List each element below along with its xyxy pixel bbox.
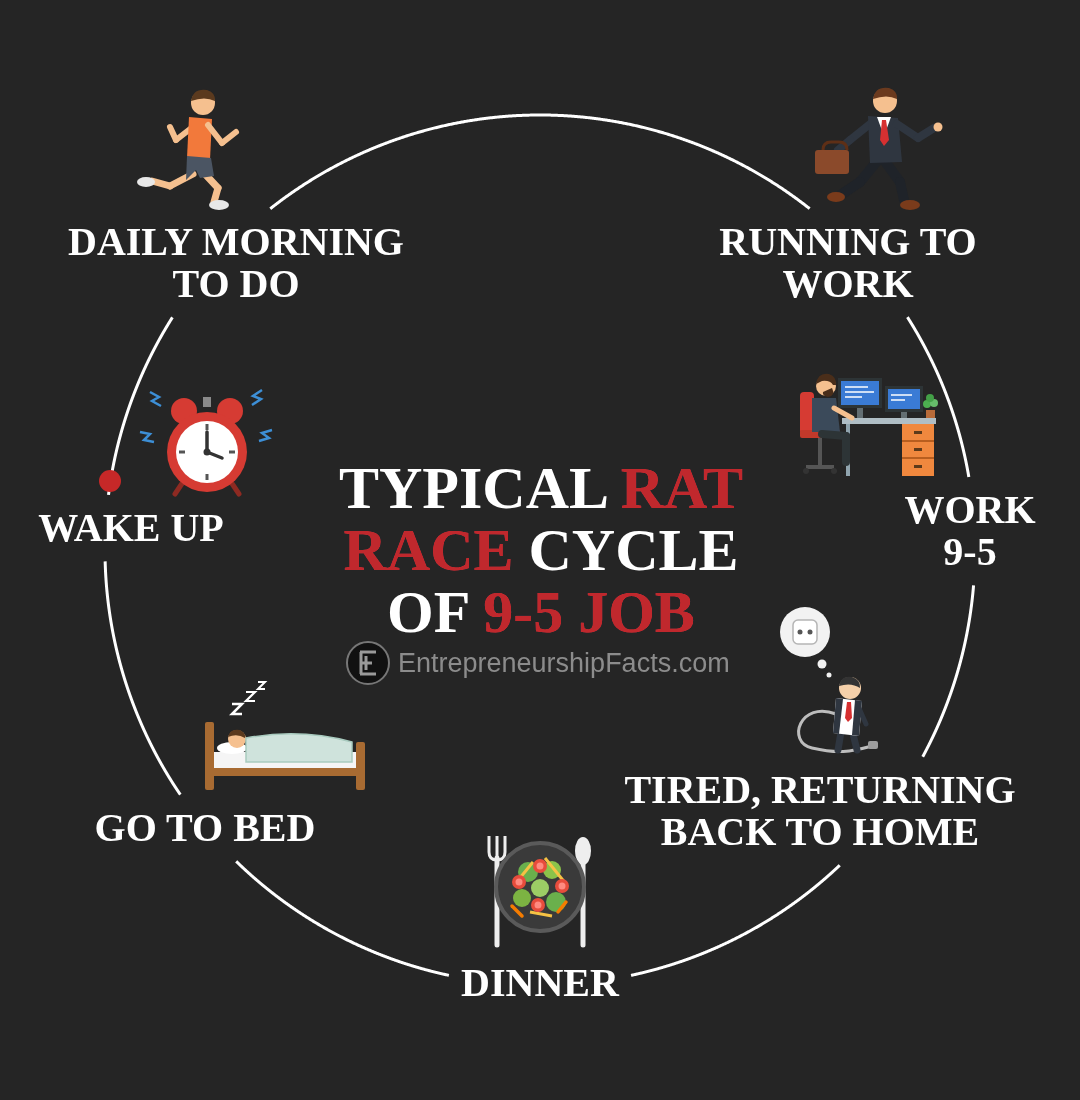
stage-label: GO TO BED [95,807,316,849]
cycle-arc [105,561,180,794]
stage-label: WORK 9-5 [885,489,1055,573]
dinner-plate-icon [489,836,591,945]
cycle-arc [236,861,449,975]
stage-text: TIRED, RETURNING BACK TO HOME [595,769,1045,853]
stage-text: DAILY MORNING TO DO [41,221,431,305]
cycle-arc [109,317,173,495]
stage-text: WAKE UP [38,507,224,549]
alarm-clock-icon [140,390,272,494]
stage-label: DAILY MORNING TO DO [41,221,431,305]
site-logo [347,642,389,684]
start-dot [99,470,121,492]
watermark-text: EntrepreneurshipFacts.com [398,647,730,679]
tired-worker-icon [780,607,878,752]
bed-icon [205,682,365,790]
stage-text: DINNER [461,962,619,1004]
stage-label: RUNNING TO WORK [683,221,1013,305]
diagram-title: TYPICAL RAT RACE CYCLE OF 9-5 JOB [321,457,761,643]
office-desk-icon [800,374,938,476]
stage-text: GO TO BED [95,807,316,849]
businessman-icon [815,88,943,210]
cycle-arc [270,115,809,209]
stage-label: WAKE UP [38,507,224,549]
cycle-arc [923,585,974,756]
stage-text: WORK 9-5 [885,489,1055,573]
stage-label: DINNER [461,962,619,1004]
stage-label: TIRED, RETURNING BACK TO HOME [595,769,1045,853]
runner-icon [137,90,236,210]
stage-text: RUNNING TO WORK [683,221,1013,305]
cycle-arc [631,865,840,975]
